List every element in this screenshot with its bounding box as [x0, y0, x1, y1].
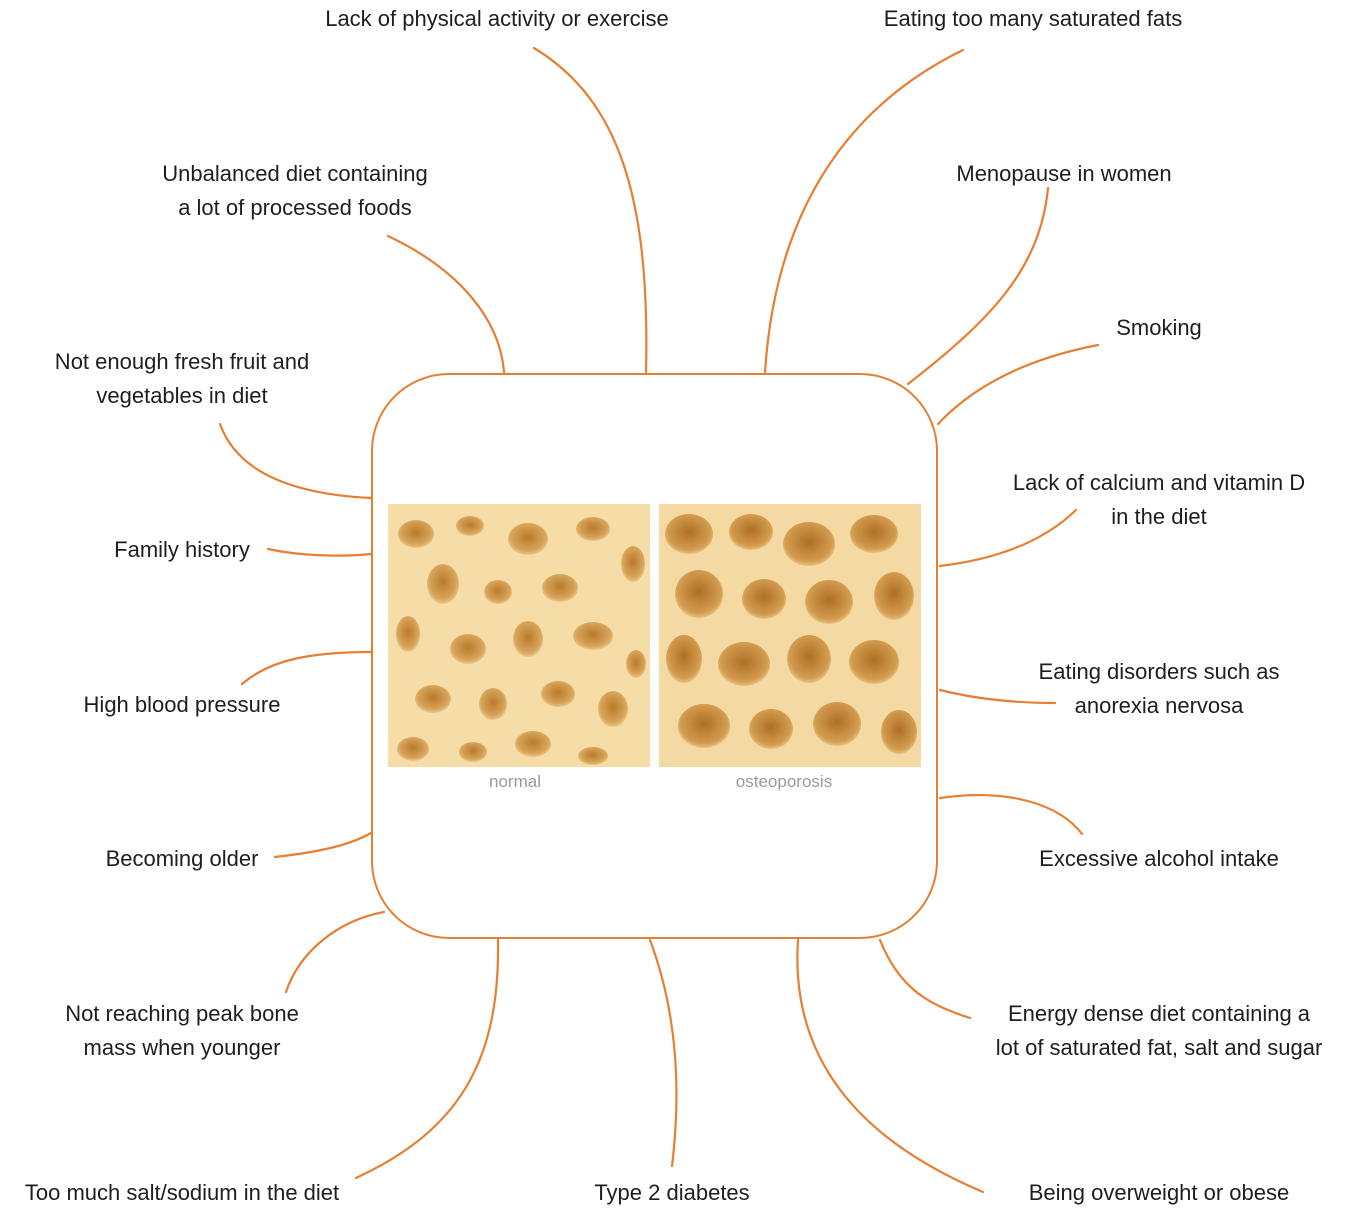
factor-family-history: Family history — [114, 533, 250, 567]
factor-physical-activity: Lack of physical activity or exercise — [325, 2, 669, 36]
connector-menopause — [908, 188, 1048, 384]
connector-physical-activity — [534, 48, 646, 372]
factor-smoking: Smoking — [1116, 311, 1202, 345]
factor-unbalanced-diet-line-1: Unbalanced diet containing — [162, 157, 427, 191]
connector-unbalanced-diet — [388, 236, 504, 372]
connector-smoking — [938, 345, 1098, 424]
factor-unbalanced-diet-line-2: a lot of processed foods — [162, 191, 427, 225]
connector-salt — [356, 940, 498, 1178]
factor-blood-pressure: High blood pressure — [84, 688, 281, 722]
factor-calcium-line-2: in the diet — [1013, 500, 1305, 534]
factor-energy-dense: Energy dense diet containing a lot of sa… — [996, 997, 1323, 1065]
factor-energy-dense-line-2: lot of saturated fat, salt and sugar — [996, 1031, 1323, 1065]
connector-energy-dense — [880, 940, 970, 1018]
factor-eating-disorders-line-2: anorexia nervosa — [1039, 689, 1280, 723]
factor-energy-dense-line-1: Energy dense diet containing a — [996, 997, 1323, 1031]
factor-fruit-veg: Not enough fresh fruit and vegetables in… — [55, 345, 309, 413]
factor-fruit-veg-line-1: Not enough fresh fruit and — [55, 345, 309, 379]
factor-peak-bone-line-2: mass when younger — [65, 1031, 299, 1065]
factor-calcium-line-1: Lack of calcium and vitamin D — [1013, 466, 1305, 500]
factor-older: Becoming older — [106, 842, 259, 876]
factor-eating-disorders: Eating disorders such as anorexia nervos… — [1039, 655, 1280, 723]
factor-eating-disorders-line-1: Eating disorders such as — [1039, 655, 1280, 689]
factor-fruit-veg-line-2: vegetables in diet — [55, 379, 309, 413]
connector-family-history — [268, 549, 371, 556]
caption-normal: normal — [489, 772, 541, 792]
connector-fruit-veg — [220, 424, 371, 498]
connector-older — [275, 833, 371, 857]
caption-osteoporosis: osteoporosis — [736, 772, 832, 792]
factor-peak-bone: Not reaching peak bone mass when younger — [65, 997, 299, 1065]
factor-unbalanced-diet: Unbalanced diet containing a lot of proc… — [162, 157, 427, 225]
connector-diabetes — [650, 940, 677, 1166]
factor-diabetes: Type 2 diabetes — [594, 1176, 749, 1210]
factor-calcium: Lack of calcium and vitamin D in the die… — [1013, 466, 1305, 534]
trabecular-bone-osteoporosis-image — [659, 504, 921, 767]
connector-saturated-fats — [765, 50, 963, 372]
connector-overweight — [797, 940, 983, 1192]
factor-menopause: Menopause in women — [956, 157, 1171, 191]
connector-peak-bone — [286, 912, 384, 992]
factor-alcohol: Excessive alcohol intake — [1039, 842, 1279, 876]
factor-salt: Too much salt/sodium in the diet — [25, 1176, 339, 1210]
factor-peak-bone-line-1: Not reaching peak bone — [65, 997, 299, 1031]
connector-blood-pressure — [242, 652, 371, 684]
factor-overweight: Being overweight or obese — [1029, 1176, 1290, 1210]
factor-saturated-fats: Eating too many saturated fats — [884, 2, 1182, 36]
trabecular-bone-normal-image — [388, 504, 650, 767]
connector-alcohol — [940, 795, 1082, 834]
